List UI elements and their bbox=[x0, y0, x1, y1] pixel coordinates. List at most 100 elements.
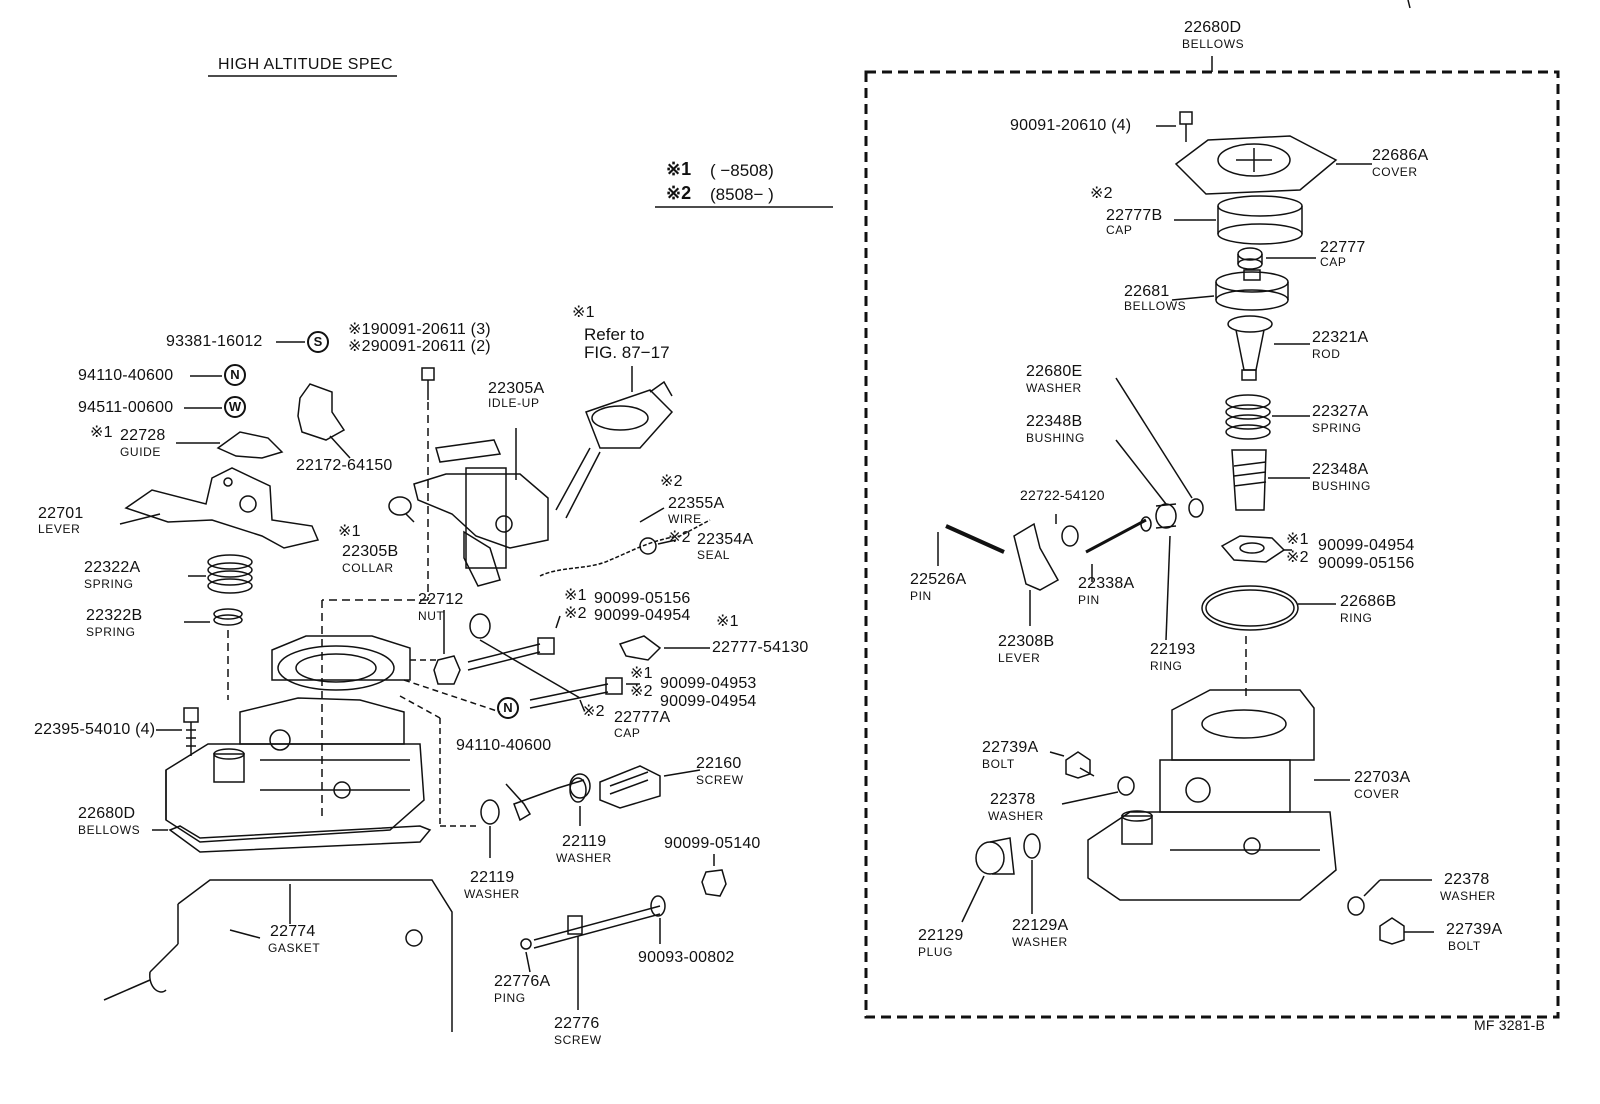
legend-mark-2: ※2 bbox=[666, 183, 692, 203]
spring-22322a bbox=[207, 554, 253, 594]
part-name: NUT bbox=[418, 609, 445, 623]
part-mark: ※2 bbox=[668, 529, 691, 546]
part-label: 22739A bbox=[1446, 921, 1503, 938]
part-label: 22119 bbox=[470, 869, 515, 886]
part-name: GUIDE bbox=[120, 445, 162, 459]
part-label: 22728 bbox=[120, 427, 166, 444]
bolt-22739a-a bbox=[1065, 751, 1095, 779]
part-label: 94110-40600 bbox=[78, 367, 174, 384]
part-mark: ※2 bbox=[1286, 549, 1309, 566]
part-label: 22680D bbox=[78, 805, 136, 822]
n-icon: N bbox=[224, 364, 246, 386]
nut-90099-05140 bbox=[701, 869, 727, 897]
screw-22160 bbox=[599, 765, 661, 809]
part-name: PIN bbox=[910, 589, 932, 603]
part-label: 94110-40600 bbox=[456, 737, 552, 754]
bracket-part bbox=[297, 383, 346, 441]
part-name: BUSHING bbox=[1026, 431, 1085, 445]
cap-22777b bbox=[1217, 195, 1303, 245]
part-label: 22774 bbox=[270, 923, 316, 940]
screw-22776 bbox=[533, 905, 661, 949]
part-label: 22172-64150 bbox=[296, 457, 393, 474]
part-label: 90099-05140 bbox=[664, 835, 761, 852]
part-label: 22378 bbox=[990, 791, 1036, 808]
part-name: RING bbox=[1150, 659, 1183, 673]
part-label: 22348A bbox=[1312, 461, 1369, 478]
part-name: GASKET bbox=[268, 941, 321, 955]
collar-part bbox=[388, 496, 412, 516]
s-icon: S bbox=[307, 331, 329, 353]
part-label: 22327A bbox=[1312, 403, 1369, 420]
spring-22327a bbox=[1225, 394, 1271, 440]
part-label: 90099-04954 bbox=[594, 607, 691, 624]
legend-range-1: ( −8508) bbox=[710, 161, 774, 180]
pin-22526a bbox=[945, 524, 1005, 554]
part-label: 22777B bbox=[1106, 207, 1163, 224]
part-name: LEVER bbox=[38, 522, 81, 536]
part-label: 22193 bbox=[1150, 641, 1196, 658]
part-label: 22160 bbox=[696, 755, 742, 772]
part-label: 22777A bbox=[614, 709, 671, 726]
legend-mark-1: ※1 bbox=[666, 159, 692, 179]
washer-22722 bbox=[1061, 525, 1079, 547]
part-label: 22686A bbox=[1372, 147, 1429, 164]
part-label: 93381-16012 bbox=[166, 333, 263, 350]
washer-22680e bbox=[1188, 498, 1204, 518]
gasket-part bbox=[168, 825, 432, 853]
part-label: 22701 bbox=[38, 505, 84, 522]
part-name: IDLE-UP bbox=[488, 396, 540, 410]
part-name: SEAL bbox=[697, 548, 731, 562]
cover-22686a bbox=[1174, 135, 1338, 195]
part-name: COVER bbox=[1372, 165, 1418, 179]
rod-22321a bbox=[1227, 315, 1273, 381]
part-label: 22322B bbox=[86, 607, 143, 624]
part-label: 22348B bbox=[1026, 413, 1083, 430]
part-name: ROD bbox=[1312, 347, 1341, 361]
nut-right bbox=[1220, 535, 1286, 563]
part-name: WASHER bbox=[1440, 889, 1496, 903]
part-label: 22777-54130 bbox=[712, 639, 809, 656]
part-label: 22739A bbox=[982, 739, 1039, 756]
spring-22322b bbox=[213, 608, 243, 626]
screw-90099-04953 bbox=[529, 677, 623, 709]
part-label: 22776A bbox=[494, 973, 551, 990]
ring-22686b bbox=[1201, 585, 1299, 631]
part-label: 22681 bbox=[1124, 283, 1170, 300]
cap-22777-54130 bbox=[618, 635, 662, 661]
part-name: WASHER bbox=[1012, 935, 1068, 949]
lever-22308b bbox=[1013, 522, 1060, 591]
part-name: COVER bbox=[1354, 787, 1400, 801]
part-label: ※190091-20611 (3) bbox=[348, 321, 491, 338]
part-label: 90099-04953 bbox=[660, 675, 757, 692]
part-label: 90099-05156 bbox=[594, 590, 691, 607]
part-mark: ※1 bbox=[630, 665, 653, 682]
part-name: SPRING bbox=[1312, 421, 1362, 435]
part-name: WASHER bbox=[1026, 381, 1082, 395]
part-label: 90099-05156 bbox=[1318, 555, 1415, 572]
lever-small bbox=[505, 779, 585, 822]
part-label: 22395-54010 (4) bbox=[34, 721, 156, 738]
part-name: BUSHING bbox=[1312, 479, 1371, 493]
part-label: 22129 bbox=[918, 927, 964, 944]
part-label: 90099-04954 bbox=[660, 693, 757, 710]
bolt-90091-20611 bbox=[421, 367, 435, 400]
ring-22776a bbox=[520, 938, 532, 950]
part-name: BELLOWS bbox=[1124, 299, 1187, 313]
part-mark: ※1 bbox=[90, 424, 113, 441]
w-icon: W bbox=[224, 396, 246, 418]
part-name: CAP bbox=[1320, 255, 1347, 269]
part-name: SCREW bbox=[696, 773, 744, 787]
part-label: 22378 bbox=[1444, 871, 1490, 888]
part-label: 22680E bbox=[1026, 363, 1083, 380]
legend-range-2: (8508− ) bbox=[710, 185, 774, 204]
bolt-22395 bbox=[183, 707, 199, 756]
part-name: CAP bbox=[614, 726, 641, 740]
part-label: 22777 bbox=[1320, 239, 1366, 256]
part-name: WASHER bbox=[988, 809, 1044, 823]
part-name: PLUG bbox=[918, 945, 954, 959]
part-name: SCREW bbox=[554, 1033, 602, 1047]
bushing-22348a bbox=[1231, 449, 1267, 511]
part-name: WASHER bbox=[556, 851, 612, 865]
plug-22129 bbox=[975, 837, 1015, 875]
